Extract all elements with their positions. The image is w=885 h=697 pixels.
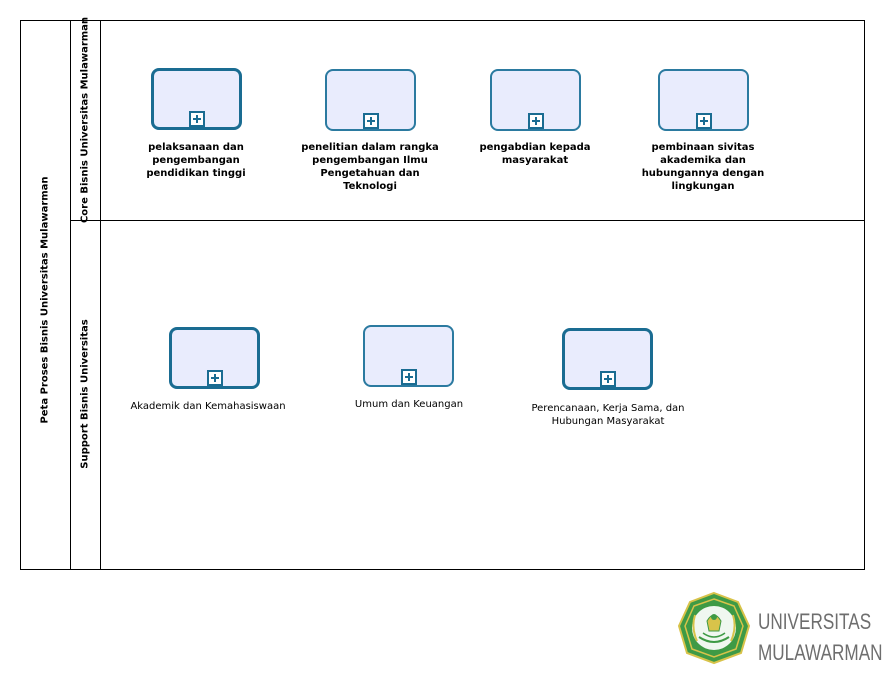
label-line: pendidikan tinggi (146, 168, 246, 179)
subprocess-penelitian[interactable] (325, 69, 416, 131)
expand-plus-icon[interactable] (362, 113, 379, 129)
label-line: pengembangan (152, 155, 240, 166)
mulawarman-emblem-icon (677, 591, 751, 665)
subprocess-akademik[interactable] (169, 327, 260, 389)
subprocess-pengabdian-label: pengabdian kepada masyarakat (479, 141, 590, 167)
subprocess-umum[interactable] (363, 325, 454, 387)
lane-divider (70, 220, 865, 221)
logo-text-line2: MULAWARMAN (758, 640, 883, 665)
label-line: Pengetahuan dan (320, 168, 420, 179)
expand-plus-icon[interactable] (527, 113, 544, 129)
subprocess-pembinaan-label: pembinaan sivitas akademika dan hubungan… (642, 141, 765, 193)
expand-plus-icon[interactable] (400, 369, 417, 385)
subprocess-pembinaan[interactable] (658, 69, 749, 131)
label-line: hubungannya dengan (641, 168, 765, 179)
subprocess-pendidikan[interactable] (151, 68, 242, 130)
expand-plus-icon[interactable] (695, 113, 712, 129)
subprocess-pengabdian[interactable] (490, 69, 581, 131)
label-line: pengembangan Ilmu (312, 155, 428, 166)
subprocess-penelitian-label: penelitian dalam rangka pengembangan Ilm… (301, 141, 439, 193)
label-line: lingkungan (671, 181, 735, 192)
bpmn-pool (20, 20, 865, 570)
label-line: akademika dan (660, 155, 746, 166)
label-line: pengabdian kepada (479, 142, 591, 153)
lane-header-column (70, 20, 101, 570)
expand-plus-icon[interactable] (206, 370, 223, 386)
label-line: masyarakat (501, 155, 569, 166)
subprocess-perencanaan-label: Perencanaan, Kerja Sama, dan Hubungan Ma… (531, 402, 684, 428)
pool-title: Peta Proses Bisnis Universitas Mulawarma… (39, 176, 51, 424)
label-line: pembinaan sivitas (651, 142, 755, 153)
subprocess-akademik-label: Akademik dan Kemahasiswaan (130, 400, 285, 413)
lane-title-core: Core Bisnis Universitas Mulawarman (79, 16, 91, 224)
subprocess-pendidikan-label: pelaksanaan dan pengembangan pendidikan … (146, 141, 245, 180)
label-line: Teknologi (343, 181, 397, 192)
lane-title-support: Support Bisnis Universitas (79, 319, 91, 469)
label-line: Hubungan Masyarakat (551, 416, 665, 427)
label-line: Akademik dan Kemahasiswaan (130, 401, 286, 412)
pool-header (20, 20, 71, 570)
expand-plus-icon[interactable] (599, 371, 616, 387)
subprocess-perencanaan[interactable] (562, 328, 653, 390)
subprocess-umum-label: Umum dan Keuangan (355, 398, 463, 411)
logo-text-line1: UNIVERSITAS (758, 609, 872, 634)
label-line: pelaksanaan dan (148, 142, 244, 153)
label-line: penelitian dalam rangka (301, 142, 439, 153)
label-line: Umum dan Keuangan (354, 399, 464, 410)
expand-plus-icon[interactable] (188, 111, 205, 127)
label-line: Perencanaan, Kerja Sama, dan (531, 403, 685, 414)
